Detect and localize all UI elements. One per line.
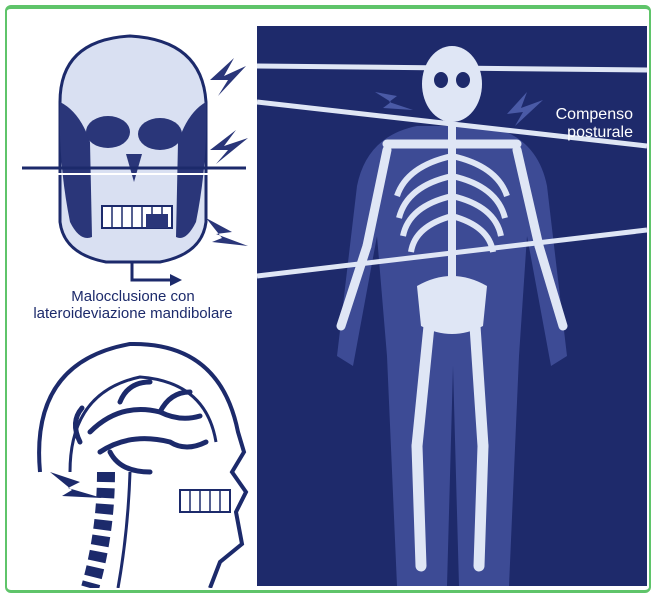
malocclusion-caption-line1: Malocclusione con: [10, 288, 256, 305]
postural-caption-line1: Compenso: [513, 106, 633, 124]
postural-compensation-caption: Compenso posturale: [513, 106, 633, 142]
skull-illustration: [10, 22, 256, 288]
malocclusion-caption-line2: lateroideviazione mandibolare: [10, 305, 256, 322]
head-sagittal-illustration: [10, 322, 256, 588]
malocclusion-caption: Malocclusione con lateroideviazione mand…: [10, 288, 256, 322]
postural-caption-line2: posturale: [513, 124, 633, 142]
postural-panel: Compenso posturale: [257, 26, 647, 586]
